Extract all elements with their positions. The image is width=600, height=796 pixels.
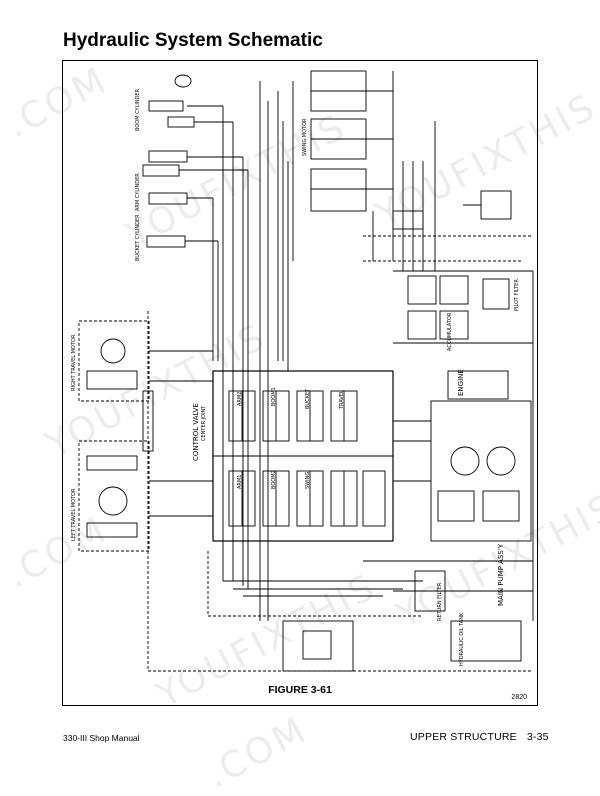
label-control-valve: CONTROL VALVE <box>192 403 200 461</box>
label-engine: ENGINE <box>457 369 465 396</box>
label-swing: SWING <box>305 472 311 489</box>
footer-section-name: UPPER STRUCTURE <box>410 731 517 743</box>
label-accumulator: ACCUMULATOR <box>447 312 453 351</box>
label-arm2: ARM2 <box>237 392 243 406</box>
label-pilot-filter: PILOT FILTER <box>514 279 520 311</box>
label-main-pump: MAIN PUMP ASS'Y <box>497 543 505 606</box>
label-center-joint: CENTER JOINT <box>201 405 207 441</box>
label-boom2: BOOM2 <box>271 470 277 489</box>
label-bucket-cylinder: BUCKET CYLINDER <box>135 214 141 261</box>
label-return-filter: RETURN FILTER <box>437 582 443 621</box>
figure-caption: FIGURE 3-61 <box>268 684 332 696</box>
label-left-travel-motor: LEFT TRAVEL MOTOR <box>71 488 77 541</box>
label-boom1: BOOM1 <box>271 387 277 406</box>
label-bucket: BUCKET <box>305 388 311 409</box>
label-swing-motor: SWING MOTOR <box>302 118 308 156</box>
label-right-travel-motor: RIGHT TRAVEL MOTOR <box>71 334 77 391</box>
figure-frame: CONTROL VALVE RIGHT TRAVEL MOTOR LEFT TR… <box>62 60 538 706</box>
label-hydraulic-oil-tank: HYDRAULIC OIL TANK <box>459 612 465 666</box>
hydraulic-schematic: CONTROL VALVE RIGHT TRAVEL MOTOR LEFT TR… <box>71 70 534 672</box>
label-travel: TRAVEL <box>339 390 345 410</box>
figure-number: 2820 <box>511 694 527 701</box>
label-boom-cylinder: BOOM CYLINDER <box>135 88 141 131</box>
watermark: .COM <box>200 709 315 796</box>
footer-manual-title: 330-III Shop Manual <box>63 733 140 743</box>
footer-section: UPPER STRUCTURE 3-35 <box>410 731 549 743</box>
label-arm1: ARM1 <box>237 475 243 489</box>
page-title: Hydraulic System Schematic <box>63 30 323 51</box>
label-arm-cylinder: ARM CYLINDER <box>135 173 141 211</box>
footer-page-number: 3-35 <box>526 731 549 743</box>
